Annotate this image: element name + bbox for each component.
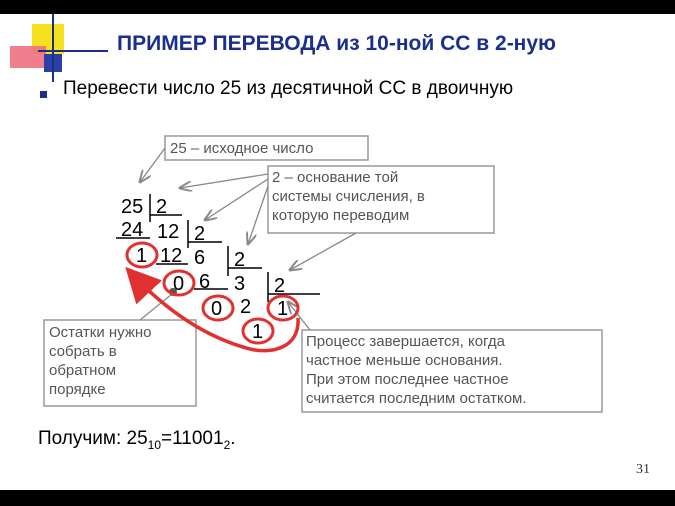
bullet-text: Перевести число 25 из десятичной СС в дв…	[63, 78, 514, 99]
arrow-to-last-quotient	[288, 302, 311, 331]
page-number: 31	[636, 462, 650, 477]
number-remainder-1: 1	[136, 245, 147, 267]
callout-remainders-line-2: собрать в	[49, 343, 117, 360]
callout-process-line-1: Процесс завершается, когда	[306, 333, 506, 350]
number-remainder-1b: 1	[252, 321, 263, 343]
callout-remainders-line-4: порядке	[49, 381, 106, 398]
arrow-to-divisor-1	[180, 173, 269, 188]
number-quotient-6: 6	[194, 247, 205, 269]
logo-line-horizontal	[38, 50, 108, 52]
callout-box-remainders	[43, 319, 197, 407]
leader-remainders	[139, 293, 173, 321]
logo-decoration	[0, 14, 110, 84]
highlight-remainder-1b	[241, 317, 275, 345]
callout-source-line: 25 – исходное число	[170, 140, 313, 157]
number-24: 24	[121, 219, 143, 241]
result-prefix: Получим: 25	[38, 428, 148, 449]
bullet-marker	[40, 91, 47, 98]
number-6: 6	[199, 271, 210, 293]
division-diagram: 25 – исходное число 2 – основание той си…	[43, 135, 603, 413]
logo-square-red	[10, 46, 46, 68]
callout-text-process: Процесс завершается, когда частное меньш…	[306, 333, 527, 407]
callout-process-line-3: При этом последнее частное	[306, 371, 509, 388]
callout-text-source: 25 – исходное число	[170, 140, 313, 157]
callout-base-line-3: которую переводим	[272, 207, 409, 224]
number-remainder-0a: 0	[173, 273, 184, 295]
division-numbers: 25 2 24 12 2 1 12 6 2 0 6 3 2 0 2 1 1	[121, 196, 288, 343]
callout-box-base	[267, 165, 495, 234]
callout-text-remainders: Остатки нужно собрать в обратном порядке	[49, 324, 151, 398]
callout-base-line-1: 2 – основание той	[272, 169, 398, 186]
number-quotient-3: 3	[234, 273, 245, 295]
number-quotient-12: 12	[157, 221, 179, 243]
arrow-to-divisor-3	[248, 185, 269, 244]
result-value: =11001	[161, 428, 224, 449]
division-lines	[116, 194, 320, 302]
slide: ПРИМЕР ПЕРЕВОДА из 10-ной СС в 2-ную Пер…	[0, 14, 675, 490]
result-base-from: 10	[147, 437, 162, 452]
callout-process-line-2: частное меньше основания.	[306, 352, 503, 369]
number-remainder-0b: 0	[211, 298, 222, 320]
callout-base-line-2: системы счисления, в	[272, 188, 425, 205]
result-line: Получим: 2510=110012.	[38, 428, 236, 452]
arrow-to-divisor-2	[205, 178, 269, 220]
arrow-to-25	[140, 147, 166, 182]
collect-order-arrow	[125, 266, 300, 353]
number-12: 12	[160, 245, 182, 267]
highlight-quotient-1	[266, 294, 300, 322]
pointer-arrows	[139, 147, 357, 331]
number-divisor-1: 2	[156, 196, 167, 218]
callout-text-base: 2 – основание той системы счисления, в к…	[272, 169, 425, 224]
arrow-to-divisor-4	[290, 232, 357, 270]
number-25: 25	[121, 196, 143, 218]
highlight-remainder-0b	[201, 294, 235, 322]
callout-process-line-4: считается последним остатком.	[306, 390, 527, 407]
number-divisor-3: 2	[234, 249, 245, 271]
highlight-remainder-0a	[162, 269, 196, 297]
callout-remainders-line-1: Остатки нужно	[49, 324, 151, 341]
number-2: 2	[240, 296, 251, 318]
slide-title: ПРИМЕР ПЕРЕВОДА из 10-ной СС в 2-ную	[117, 32, 556, 55]
callout-box-process	[301, 329, 603, 413]
result-suffix: .	[230, 428, 236, 449]
number-divisor-4: 2	[274, 275, 285, 297]
callout-remainders-line-3: обратном	[49, 362, 116, 379]
number-quotient-1: 1	[277, 298, 288, 320]
number-divisor-2: 2	[194, 223, 205, 245]
logo-line-vertical	[52, 14, 54, 82]
result-base-to: 2	[223, 437, 231, 452]
